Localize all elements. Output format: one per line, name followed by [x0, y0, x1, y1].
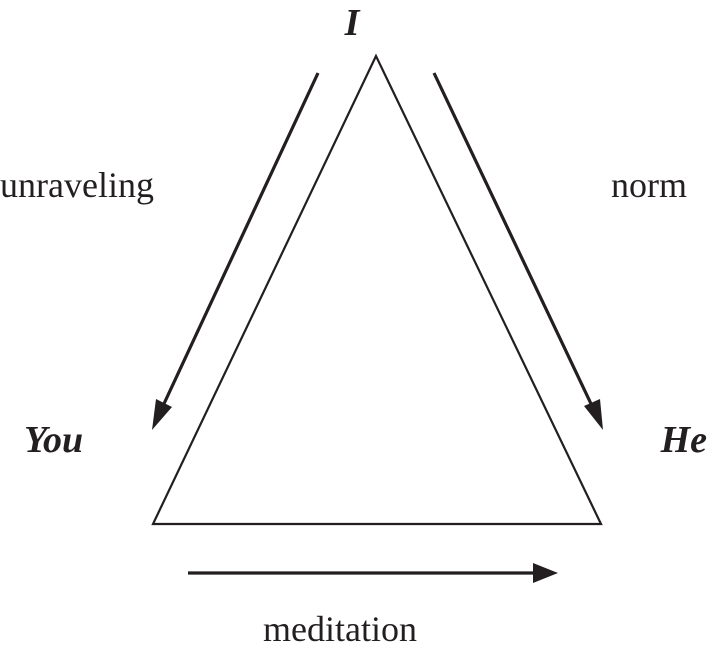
- node-label-right: He: [660, 419, 708, 461]
- arrow-meditation: [188, 563, 558, 583]
- node-label-top: I: [344, 2, 361, 44]
- arrow-label-norm: norm: [611, 165, 687, 205]
- node-label-left: You: [24, 419, 83, 461]
- triangle: [151, 53, 603, 526]
- arrow-norm-shaft: [432, 72, 595, 409]
- arrow-unraveling-shaft: [160, 72, 320, 409]
- arrow-label-meditation: meditation: [263, 609, 417, 649]
- arrow-norm: [432, 72, 603, 430]
- arrow-unraveling: [152, 72, 320, 430]
- arrow-meditation-head: [533, 563, 558, 583]
- arrow-label-unraveling: unraveling: [0, 165, 154, 205]
- arrow-norm-head: [584, 399, 603, 430]
- arrow-unraveling-head: [152, 399, 172, 430]
